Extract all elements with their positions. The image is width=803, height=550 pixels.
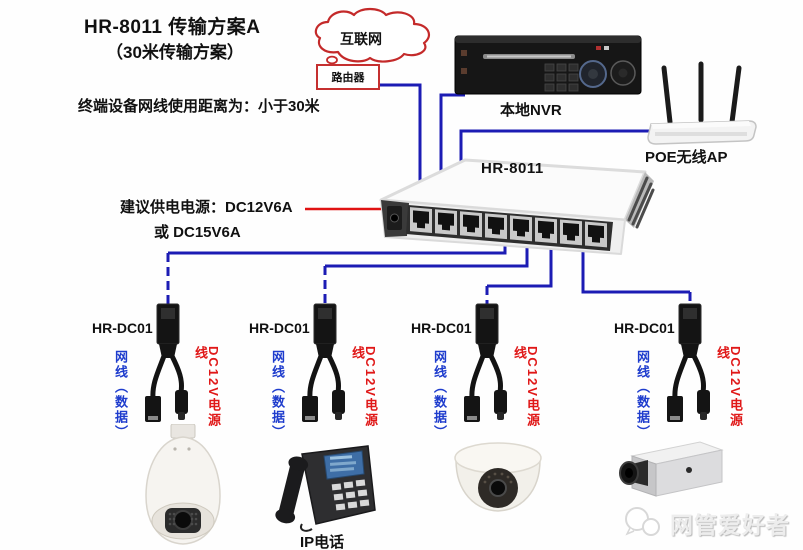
data-line-label: 网线（数据）	[432, 350, 447, 440]
adapter-group-1: HR-DC01 网线（数据） DC12V电源线	[88, 300, 248, 440]
power-line-label: DC12V电源线	[350, 346, 378, 428]
adapter-group-2: HR-DC01 网线（数据） DC12V电源线	[245, 300, 405, 440]
page-title: HR-8011 传输方案A	[84, 17, 261, 38]
ptz-camera	[145, 424, 221, 545]
poe-splitter-icon	[667, 303, 710, 422]
adapter-label: HR-DC01	[411, 320, 472, 336]
watermark-text: 网管爱好者	[670, 512, 790, 538]
data-line-label: 网线（数据）	[113, 350, 128, 440]
wireless-ap-device	[647, 61, 757, 145]
adapter-label: HR-DC01	[92, 320, 153, 336]
internet-label: 互联网	[340, 31, 382, 47]
power-line-label: DC12V电源线	[715, 346, 743, 428]
poe-splitter-icon	[302, 303, 345, 422]
data-line-label: 网线（数据）	[635, 350, 650, 440]
power-line-label: DC12V电源线	[193, 346, 221, 428]
power-note-line2: 或 DC15V6A	[154, 224, 241, 241]
power-note-line1: 建议供电电源：DC12V6A	[120, 199, 293, 216]
power-line-label: DC12V电源线	[512, 346, 540, 428]
nvr-device	[454, 35, 642, 95]
internet-cloud-icon	[314, 7, 431, 70]
dome-camera	[454, 442, 542, 512]
rj45-ports	[410, 207, 607, 248]
adapter-group-3: HR-DC01 网线（数据） DC12V电源线	[407, 300, 567, 440]
router-box: 路由器	[316, 64, 380, 90]
poe-splitter-icon	[145, 303, 188, 422]
watermark: 网管爱好者	[622, 504, 790, 542]
nvr-label: 本地NVR	[500, 102, 562, 119]
data-line-label: 网线（数据）	[270, 350, 285, 440]
poe-splitter-icon	[464, 303, 507, 422]
chat-bubbles-icon	[625, 507, 660, 536]
ip-phone	[275, 445, 376, 532]
router-label: 路由器	[331, 72, 365, 84]
switch-model-label: HR-8011	[481, 160, 544, 177]
adapter-group-4: HR-DC01 网线（数据） DC12V电源线	[610, 300, 770, 440]
ap-label: POE无线AP	[645, 149, 728, 166]
distance-note: 终端设备网线使用距离为：小于30米	[78, 98, 320, 115]
adapter-label: HR-DC01	[249, 320, 310, 336]
page-subtitle: （30米传输方案）	[106, 43, 244, 62]
adapter-label: HR-DC01	[614, 320, 675, 336]
phone-label: IP电话	[300, 534, 345, 550]
box-camera	[619, 441, 724, 497]
